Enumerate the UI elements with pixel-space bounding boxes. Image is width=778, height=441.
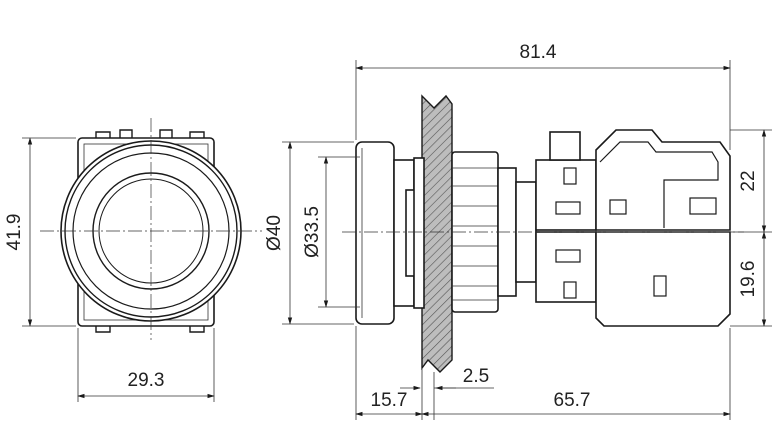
dim-panel-thickness: 2.5 (400, 366, 494, 420)
dim-width-front: 29.3 (77, 328, 215, 402)
dim-contact-upper-label: 22 (738, 170, 759, 191)
dim-height-front: 41.9 (4, 137, 76, 327)
dim-width-front-label: 29.3 (128, 370, 165, 391)
dim-rear-depth-label: 65.7 (554, 390, 591, 411)
front-view (40, 118, 262, 340)
dim-overall-length: 81.4 (355, 42, 731, 150)
dim-diameter-outer: Ø40 (264, 141, 354, 325)
dim-diameter-inner-label: Ø33.5 (302, 206, 323, 258)
dim-contact-lower-label: 19.6 (738, 261, 759, 298)
dim-contact-upper: 22 (730, 129, 772, 233)
dim-front-protrusion-label: 15.7 (371, 390, 408, 411)
dim-diameter-inner: Ø33.5 (302, 156, 360, 308)
dim-overall-length-label: 81.4 (520, 42, 557, 63)
dim-diameter-outer-label: Ø40 (264, 215, 285, 251)
dim-contact-lower: 19.6 (730, 231, 772, 327)
dim-rear-depth: 65.7 (421, 328, 731, 420)
dim-front-protrusion: 15.7 (355, 326, 423, 420)
dim-panel-thickness-label: 2.5 (463, 366, 489, 387)
side-view (342, 94, 744, 373)
dim-height-front-label: 41.9 (4, 214, 25, 251)
